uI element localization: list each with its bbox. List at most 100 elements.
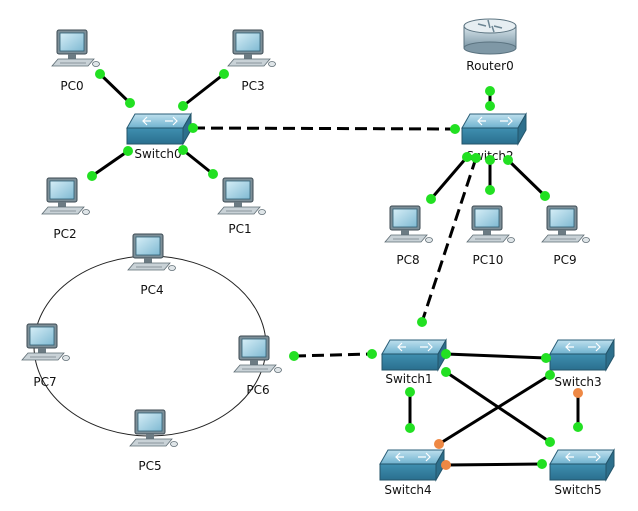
link-light-up-switch2 — [485, 155, 495, 165]
link-light-up-switch1 — [405, 387, 415, 397]
link-switch2-switch1[interactable] — [420, 157, 478, 323]
link-light-up-switch1 — [441, 349, 451, 359]
link-light-up-switch1 — [441, 367, 451, 377]
pc-pc0[interactable]: PC0 — [51, 29, 100, 93]
device-label: PC9 — [553, 253, 576, 267]
pc-pc8[interactable]: PC8 — [384, 205, 433, 267]
link-light-up-pc3 — [219, 69, 229, 79]
link-pc9-switch2[interactable] — [506, 158, 547, 198]
link-light-blocked-switch4 — [441, 460, 451, 470]
link-light-up-pc9 — [540, 191, 550, 201]
pc-pc2[interactable]: PC2 — [41, 177, 90, 241]
pc-pc1[interactable]: PC1 — [217, 177, 266, 236]
link-light-up-switch2 — [471, 153, 481, 163]
switch-icon — [381, 338, 447, 372]
link-light-up-switch1 — [417, 317, 427, 327]
switch-switch1[interactable]: Switch1 — [381, 338, 447, 386]
link-light-up-switch2 — [503, 155, 513, 165]
router-router0[interactable]: Router0 — [463, 18, 517, 73]
link-pc8-switch2[interactable] — [429, 156, 469, 200]
pc-pc7[interactable]: PC7 — [21, 323, 70, 389]
pc-icon — [217, 177, 266, 215]
device-label: PC1 — [228, 222, 251, 236]
link-light-up-pc8 — [426, 194, 436, 204]
device-label: Switch0 — [134, 147, 181, 161]
pc-pc6[interactable]: PC6 — [233, 335, 282, 397]
link-switch1-switch3[interactable] — [445, 352, 547, 360]
switch-switch0[interactable]: Switch0 — [126, 112, 192, 161]
device-label: PC8 — [396, 253, 419, 267]
device-label: PC3 — [241, 79, 264, 93]
link-light-up-switch2 — [462, 152, 472, 162]
pc-pc3[interactable]: PC3 — [227, 29, 276, 93]
link-light-up-switch3 — [545, 370, 555, 380]
switch-icon — [379, 448, 445, 482]
switch-switch5[interactable]: Switch5 — [549, 448, 615, 497]
pc-icon — [384, 205, 433, 243]
link-switch0-switch2[interactable] — [192, 126, 456, 131]
link-lights-layer — [87, 69, 583, 470]
pc-icon — [51, 29, 100, 67]
link-light-up-switch3 — [541, 353, 551, 363]
link-light-blocked-switch3 — [573, 388, 583, 398]
switch-icon — [126, 112, 192, 146]
switch-icon — [549, 448, 615, 482]
link-light-blocked-switch4 — [434, 439, 444, 449]
link-light-up-pc0 — [95, 69, 105, 79]
pc-pc9[interactable]: PC9 — [541, 205, 590, 267]
switch-switch4[interactable]: Switch4 — [379, 448, 445, 497]
device-label: PC5 — [138, 459, 161, 473]
link-pc3-switch0[interactable] — [182, 72, 225, 108]
link-pc1-switch0[interactable] — [182, 148, 214, 176]
link-light-up-switch5 — [545, 437, 555, 447]
device-label: PC4 — [140, 283, 163, 297]
pc-icon — [227, 29, 276, 67]
link-light-up-switch0 — [125, 98, 135, 108]
link-switch4-switch5[interactable] — [445, 462, 543, 467]
device-label: Switch4 — [384, 483, 431, 497]
device-label: PC6 — [246, 383, 269, 397]
device-label: PC10 — [473, 253, 504, 267]
link-light-up-pc2 — [87, 171, 97, 181]
pc-pc5[interactable]: PC5 — [129, 409, 178, 473]
link-light-up-switch4 — [405, 423, 415, 433]
link-light-up-switch2 — [485, 101, 495, 111]
link-light-up-pc10 — [485, 185, 495, 195]
pc-icon — [541, 205, 590, 243]
device-label: PC2 — [53, 227, 76, 241]
pc-pc10[interactable]: PC10 — [466, 205, 515, 267]
link-switch3-switch4[interactable] — [438, 373, 551, 446]
device-label: Switch5 — [554, 483, 601, 497]
link-light-up-switch5 — [573, 422, 583, 432]
link-light-up-switch2 — [450, 124, 460, 134]
link-pc2-switch0[interactable] — [91, 149, 129, 178]
pc-pc4[interactable]: PC4 — [127, 233, 176, 297]
pc-icon — [127, 233, 176, 271]
link-light-up-pc6 — [289, 351, 299, 361]
links-layer — [91, 72, 580, 467]
link-light-up-switch1 — [367, 349, 377, 359]
link-light-up-switch0 — [178, 145, 188, 155]
link-pc6-switch1[interactable] — [293, 352, 373, 358]
switch-icon — [549, 338, 615, 372]
link-light-up-pc1 — [208, 169, 218, 179]
link-light-up-switch0 — [123, 146, 133, 156]
device-label: Switch1 — [385, 372, 432, 386]
device-label: PC0 — [60, 79, 83, 93]
device-label: Router0 — [466, 59, 513, 73]
link-pc0-switch0[interactable] — [98, 72, 132, 105]
router-icon — [463, 18, 517, 55]
link-light-up-router0 — [485, 86, 495, 96]
device-label: PC7 — [33, 375, 56, 389]
pc-icon — [233, 335, 282, 373]
pc-icon — [21, 323, 70, 361]
pc-icon — [41, 177, 90, 215]
pc-icon — [466, 205, 515, 243]
switch-switch3[interactable]: Switch3 — [549, 338, 615, 389]
pc-icon — [129, 409, 178, 447]
link-light-up-switch0 — [188, 123, 198, 133]
switch-icon — [461, 112, 527, 146]
link-light-up-switch5 — [537, 459, 547, 469]
